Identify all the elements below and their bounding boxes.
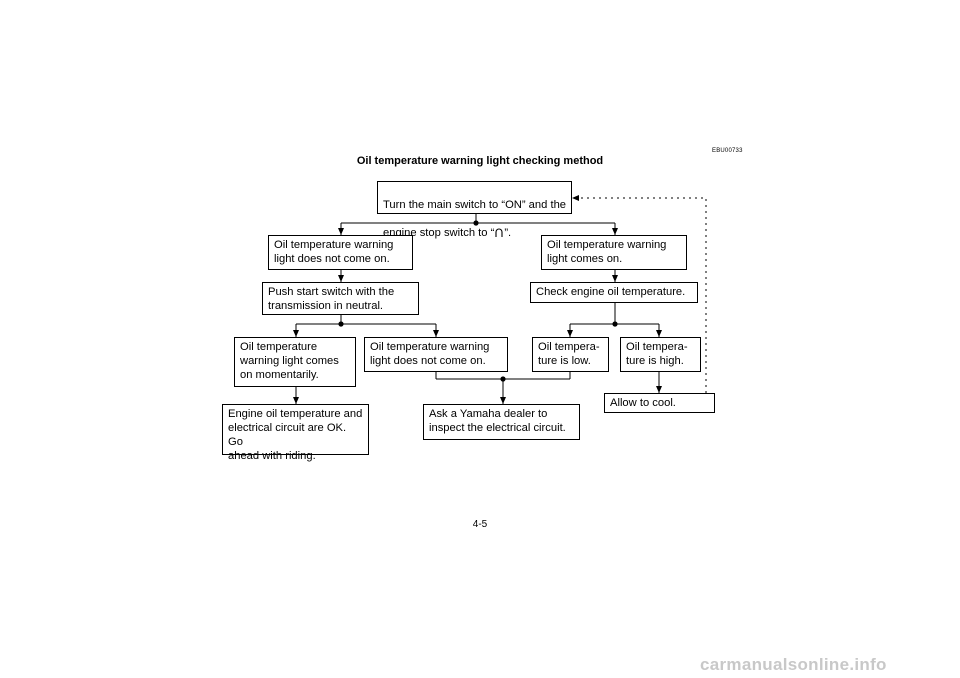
start-line2-suffix: ”. xyxy=(504,227,512,239)
step-temp-high: Oil tempera- ture is high. xyxy=(620,337,701,372)
document-code: EBU00733 xyxy=(712,148,743,154)
step-check-temp: Check engine oil temperature. xyxy=(530,282,698,303)
start-line1: Turn the main switch to “ON” and the xyxy=(383,199,567,211)
watermark: carmanualsonline.info xyxy=(700,655,887,674)
junction-dot xyxy=(338,321,344,327)
step-push-start: Push start switch with the transmission … xyxy=(262,282,419,315)
step-temp-low: Oil tempera- ture is low. xyxy=(532,337,609,372)
step-not-on: Oil temperature warning light does not c… xyxy=(364,337,508,372)
junction-dot xyxy=(612,321,618,327)
engine-run-icon xyxy=(494,228,504,238)
junction-dot xyxy=(500,376,506,382)
junction-dot xyxy=(473,220,479,226)
step-dealer: Ask a Yamaha dealer to inspect the elect… xyxy=(423,404,580,440)
step-momentary: Oil temperature warning light comes on m… xyxy=(234,337,356,387)
step-no-light: Oil temperature warning light does not c… xyxy=(268,235,413,270)
step-start: Turn the main switch to “ON” and the eng… xyxy=(377,181,572,239)
page-number: 4-5 xyxy=(472,519,488,530)
step-ok: Engine oil temperature and electrical ci… xyxy=(222,404,369,462)
step-light-on: Oil temperature warning light comes on. xyxy=(541,235,687,270)
page-title: Oil temperature warning light checking m… xyxy=(356,155,604,167)
step-cool: Allow to cool. xyxy=(604,393,715,413)
